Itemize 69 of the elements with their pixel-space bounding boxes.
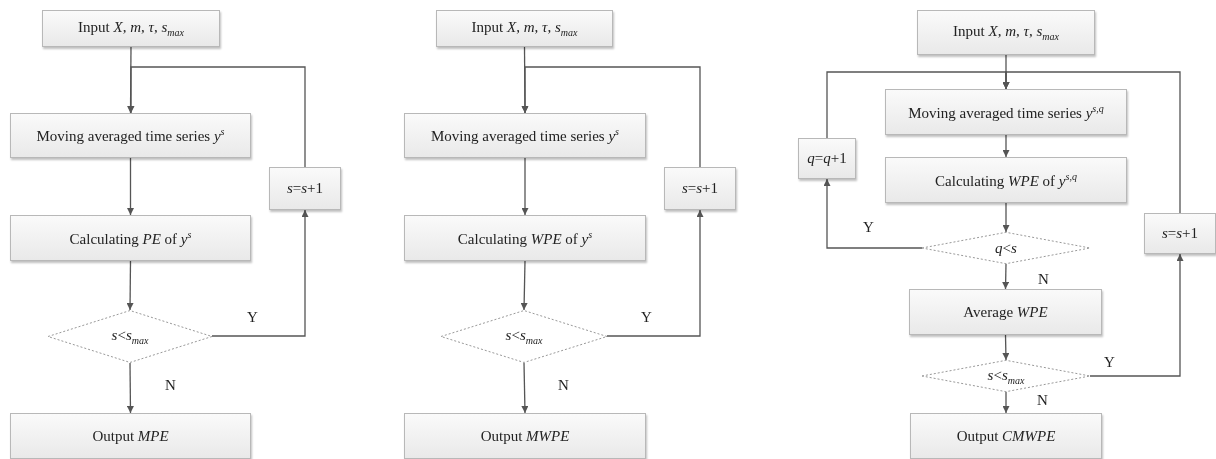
arrow [126, 260, 134, 311]
arrow [521, 66, 701, 168]
process-box [910, 413, 1102, 459]
arrow [521, 362, 529, 414]
step-text: Output MWPE [480, 427, 570, 445]
arrow [1002, 263, 1010, 290]
condition-text: s<s$_{max}$ [111, 327, 149, 346]
arrow [520, 260, 528, 311]
decision-diamond [48, 310, 212, 363]
arrow [1002, 334, 1010, 361]
step-text: Calculating PE of y$^{s}$ [69, 228, 192, 248]
step-text: Input X, m, τ, s$_{max}$ [78, 19, 184, 38]
process-box [404, 215, 646, 261]
step-text: Input X, m, τ, s$_{max}$ [953, 23, 1059, 42]
arrow [1002, 71, 1181, 214]
decision-diamond [922, 360, 1090, 392]
arrow [1002, 202, 1010, 233]
step-text: Moving averaged time series y$^{s}$ [431, 126, 619, 145]
process-box [664, 167, 736, 210]
edge-label: N [557, 378, 570, 393]
step-text: s=s+1 [286, 180, 324, 197]
process-box [885, 89, 1127, 135]
step-text: Output MPE [92, 427, 169, 445]
arrow [127, 157, 134, 216]
condition-text: s<s$_{max}$ [505, 327, 543, 346]
arrow [823, 178, 923, 249]
arrow [127, 46, 135, 114]
arrow [126, 362, 134, 414]
process-box [798, 138, 856, 179]
step-text: Moving averaged time series y$^{s,q}$ [908, 102, 1104, 122]
step-text: Output CMWPE [956, 427, 1056, 445]
arrow [521, 157, 529, 216]
process-box [909, 289, 1102, 335]
arrow [211, 209, 309, 337]
arrow [1002, 134, 1010, 158]
step-text: Calculating WPE of y$^{s}$ [457, 228, 593, 248]
arrow [1089, 253, 1184, 377]
arrow [606, 209, 704, 337]
arrow [1002, 391, 1010, 414]
process-box [10, 113, 251, 158]
step-text: Input X, m, τ, s$_{max}$ [471, 19, 578, 38]
edge-label: N [1037, 272, 1050, 287]
step-text: s=s+1 [681, 180, 719, 197]
process-box [10, 215, 251, 261]
process-box [404, 413, 646, 459]
process-box [404, 113, 646, 158]
process-box [269, 167, 341, 210]
step-text: Average WPE [963, 303, 1048, 321]
process-box [42, 10, 220, 47]
condition-text: s<s$_{max}$ [987, 366, 1025, 386]
process-box [885, 157, 1127, 203]
condition-text: q<s [995, 239, 1017, 257]
process-box [917, 10, 1095, 55]
edge-label: N [164, 378, 177, 393]
process-box [1144, 213, 1216, 254]
decision-diamond [441, 310, 607, 363]
step-text: s=s+1 [1161, 225, 1199, 242]
decision-diamond [922, 232, 1090, 264]
process-box [436, 10, 613, 47]
step-text: q=q+1 [807, 150, 847, 167]
edge-label: Y [1103, 355, 1116, 370]
step-text: Calculating WPE of y$^{s,q}$ [935, 170, 1077, 190]
step-text: Moving averaged time series y$^{s}$ [36, 126, 225, 145]
arrow [127, 66, 306, 168]
process-box [10, 413, 251, 459]
edge-label: N [1036, 393, 1049, 408]
edge-label: Y [246, 310, 259, 325]
edge-label: Y [640, 310, 653, 325]
edge-label: Y [862, 220, 875, 235]
